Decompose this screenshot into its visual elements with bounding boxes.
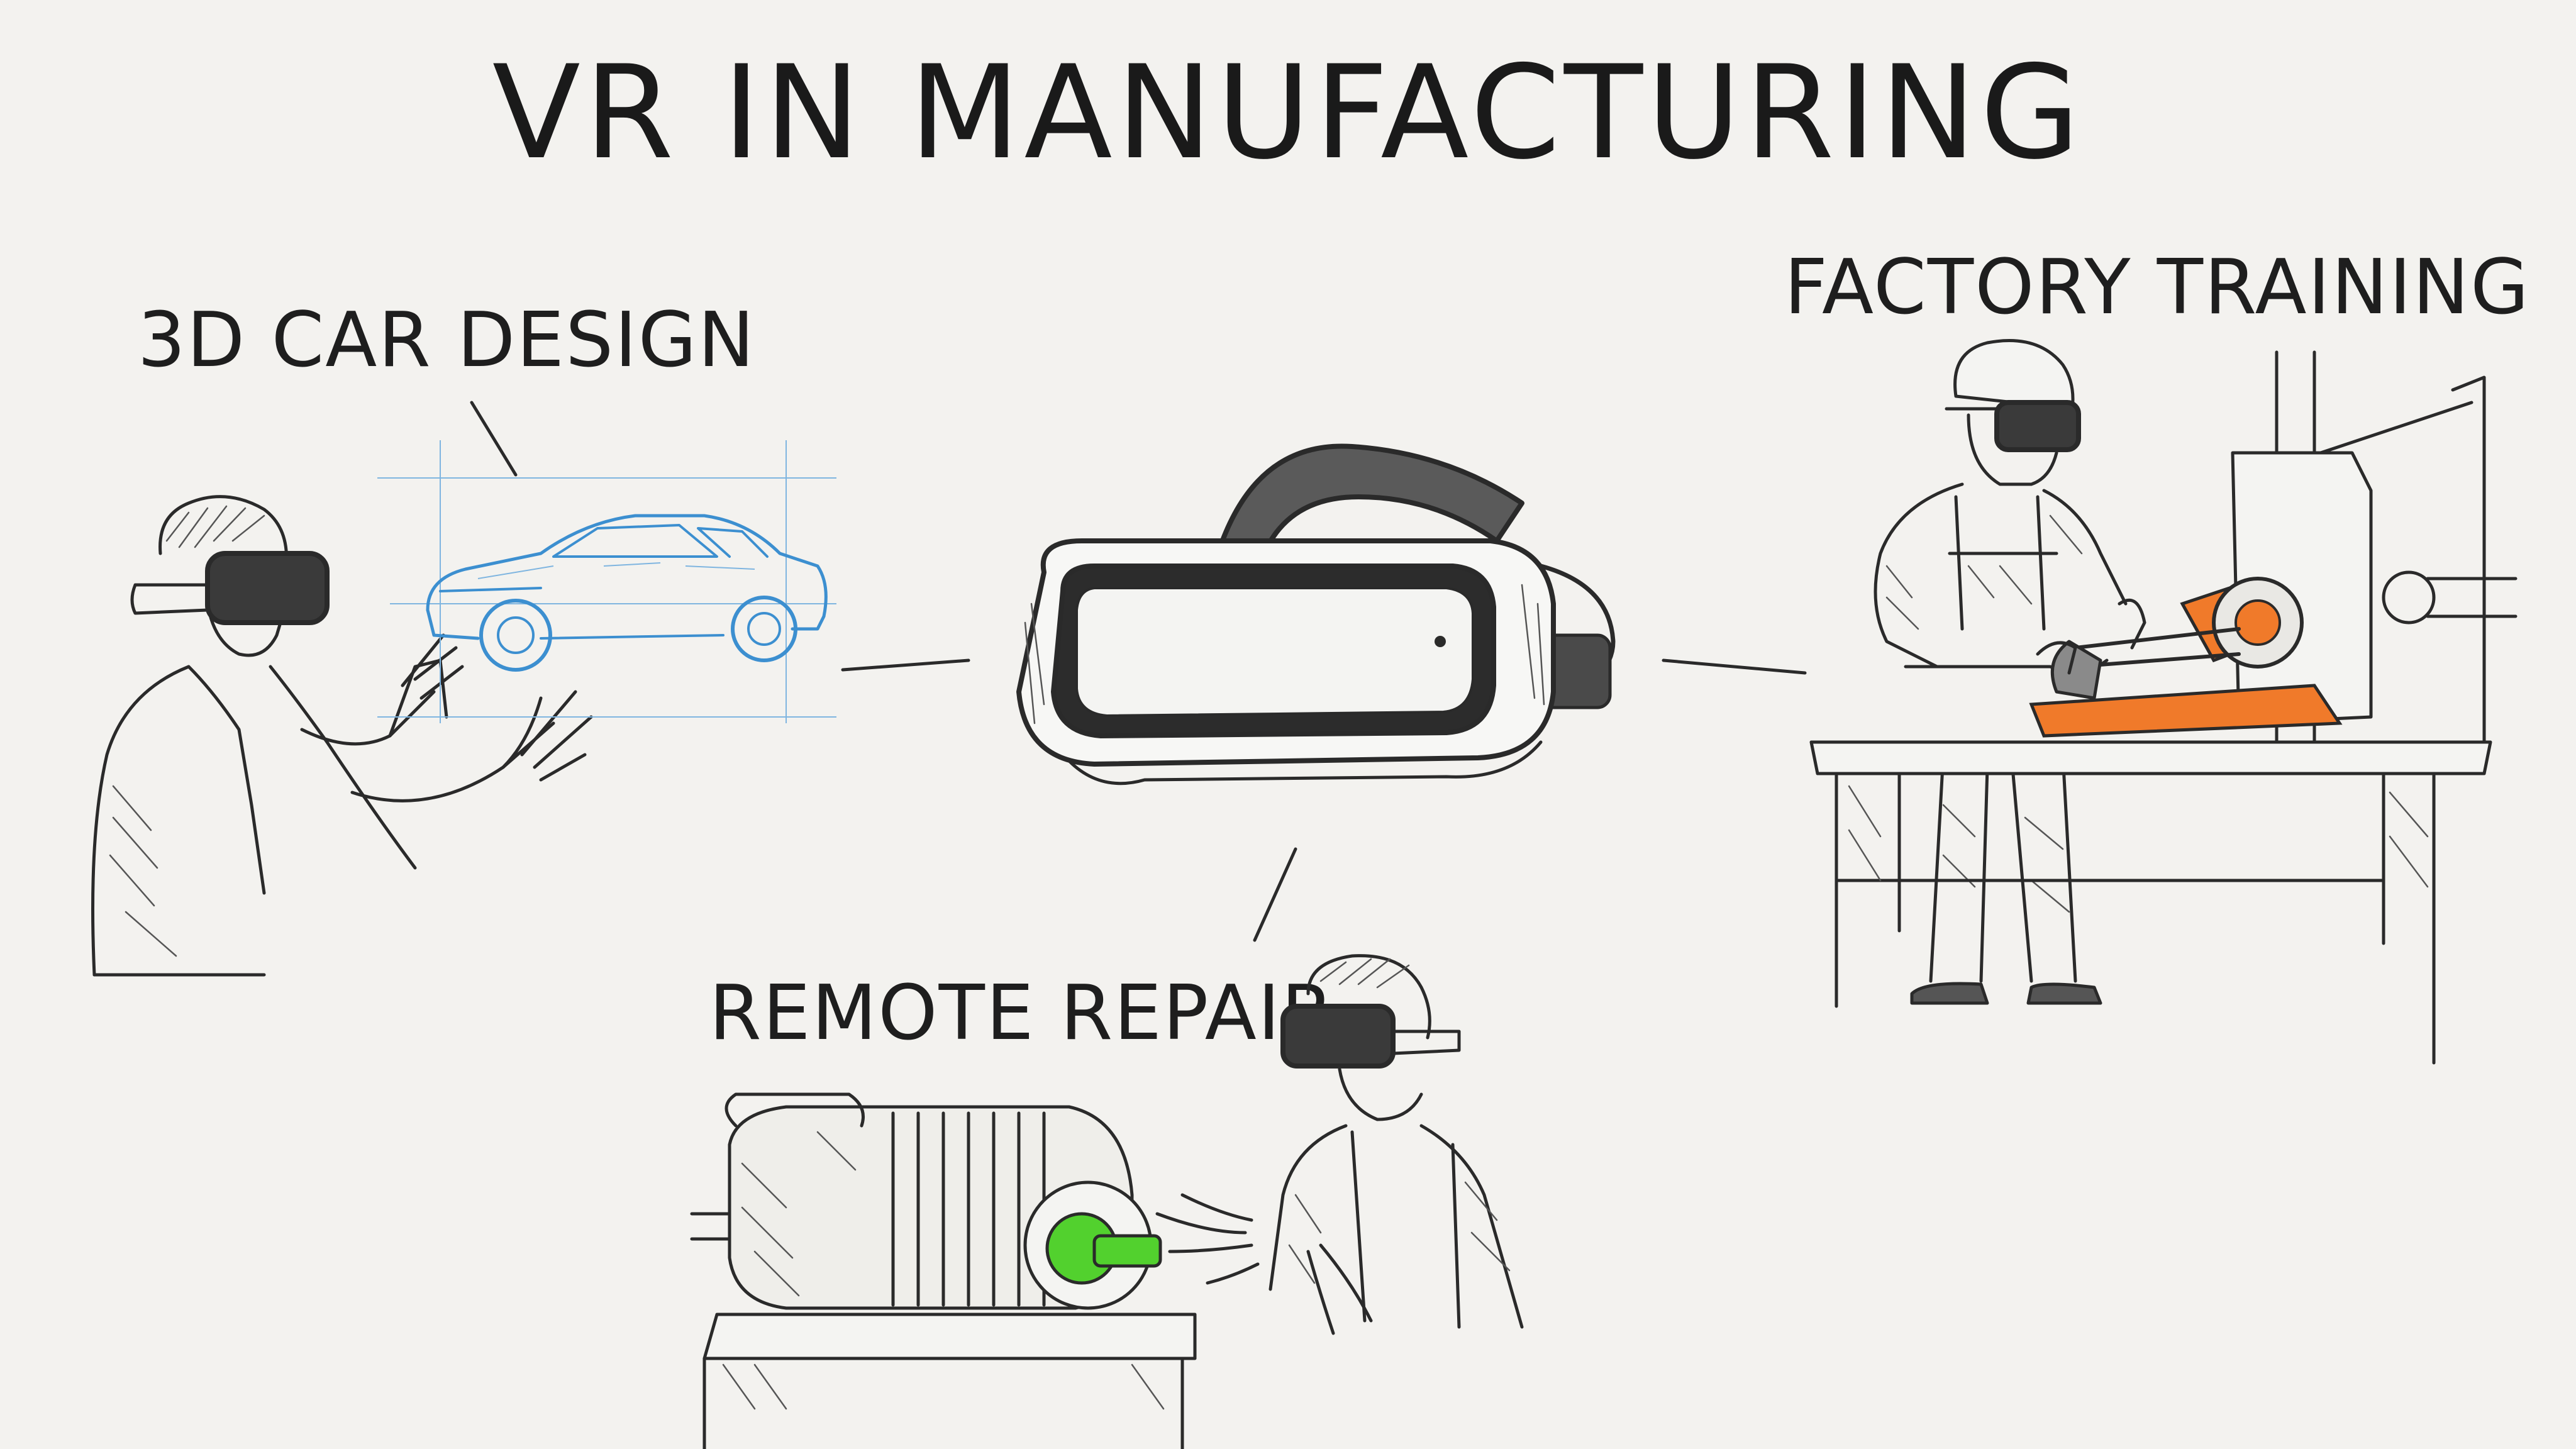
label-factory-training: FACTORY TRAINING <box>1784 244 2530 331</box>
repair-shaft-green <box>1092 1234 1162 1268</box>
diagram-title: VR IN MANUFACTURING <box>492 38 2084 188</box>
connector-lines <box>470 401 1807 942</box>
connector-car-label <box>470 401 518 477</box>
connector-left <box>841 658 970 672</box>
training-fixture-orange <box>2029 684 2343 738</box>
vr-headset-icon <box>1016 443 1616 786</box>
car-designer-illustration <box>91 495 593 977</box>
holographic-car-icon <box>377 440 836 723</box>
label-car-design: 3D CAR DESIGN <box>138 297 756 384</box>
label-remote-repair: REMOTE REPAIR <box>709 970 1335 1057</box>
connector-right <box>1662 658 1807 675</box>
connector-bottom <box>1253 847 1297 942</box>
factory-trainee-illustration <box>1809 339 2518 1065</box>
remote-technician-illustration <box>690 954 1524 1449</box>
